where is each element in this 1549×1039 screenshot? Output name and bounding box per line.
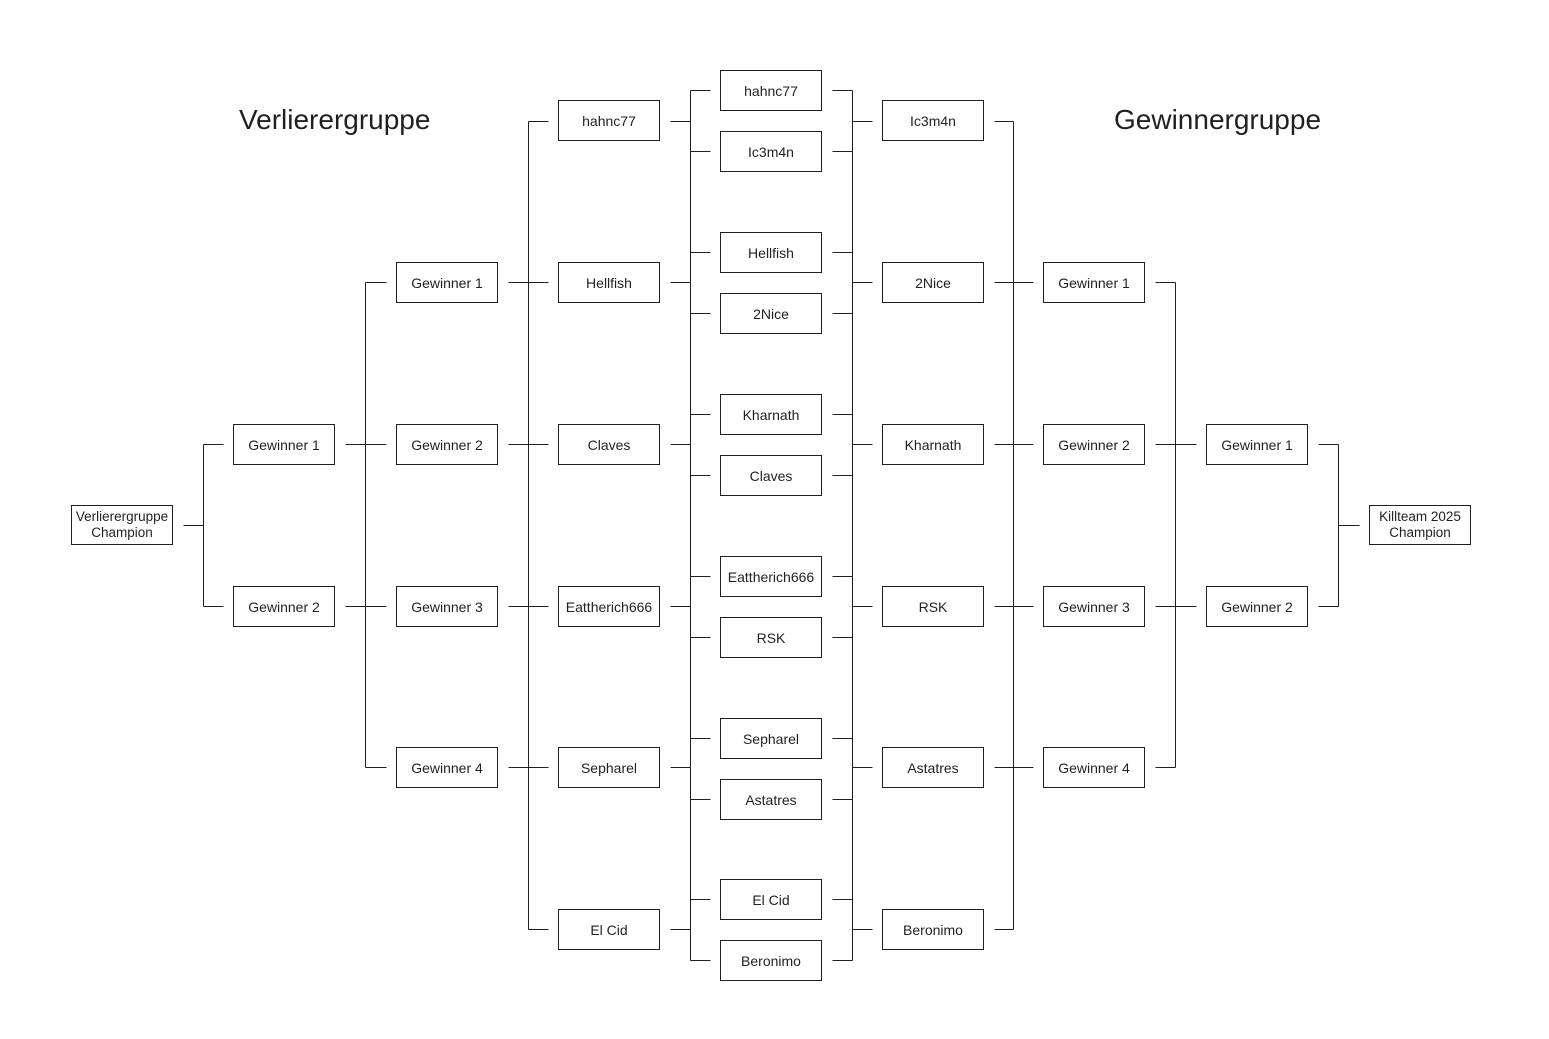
winners-round1-box: Kharnath [882,424,984,465]
losers-final-box: Gewinner 1 [233,424,335,465]
tournament-champion-box: Killteam 2025 Champion [1369,505,1471,545]
winners-round2-box: Gewinner 4 [1043,747,1145,788]
winners-round1-box: 2Nice [882,262,984,303]
player-box: Beronimo [720,940,822,981]
player-box: Hellfish [720,232,822,273]
winners-final-box: Gewinner 2 [1206,586,1308,627]
winners-bracket-heading: Gewinnergruppe [1114,104,1322,135]
winners-round2-box: Gewinner 3 [1043,586,1145,627]
winners-round1-box: Astatres [882,747,984,788]
losers-round1-box: Hellfish [558,262,660,303]
player-box: Claves [720,455,822,496]
winners-final-box: Gewinner 1 [1206,424,1308,465]
losers-bracket-heading: Verlierergruppe [239,104,431,135]
losers-round2-box: Gewinner 2 [396,424,498,465]
player-box: hahnc77 [720,70,822,111]
winners-round1-box: Beronimo [882,909,984,950]
player-box: Astatres [720,779,822,820]
losers-final-box: Gewinner 2 [233,586,335,627]
player-box: Eattherich666 [720,556,822,597]
losers-round1-box: Eattherich666 [558,586,660,627]
losers-round1-box: Claves [558,424,660,465]
losers-round1-box: Sepharel [558,747,660,788]
player-box: Ic3m4n [720,131,822,172]
winners-round2-box: Gewinner 2 [1043,424,1145,465]
losers-round2-box: Gewinner 1 [396,262,498,303]
player-box: RSK [720,617,822,658]
player-box: El Cid [720,879,822,920]
winners-round2-box: Gewinner 1 [1043,262,1145,303]
player-box: Kharnath [720,394,822,435]
losers-round2-box: Gewinner 4 [396,747,498,788]
winners-round1-box: Ic3m4n [882,100,984,141]
winners-round1-box: RSK [882,586,984,627]
player-box: Sepharel [720,718,822,759]
losers-round2-box: Gewinner 3 [396,586,498,627]
losers-round1-box: El Cid [558,909,660,950]
player-box: 2Nice [720,293,822,334]
losers-champion-box: Verlierergruppe Champion [71,505,173,545]
losers-round1-box: hahnc77 [558,100,660,141]
